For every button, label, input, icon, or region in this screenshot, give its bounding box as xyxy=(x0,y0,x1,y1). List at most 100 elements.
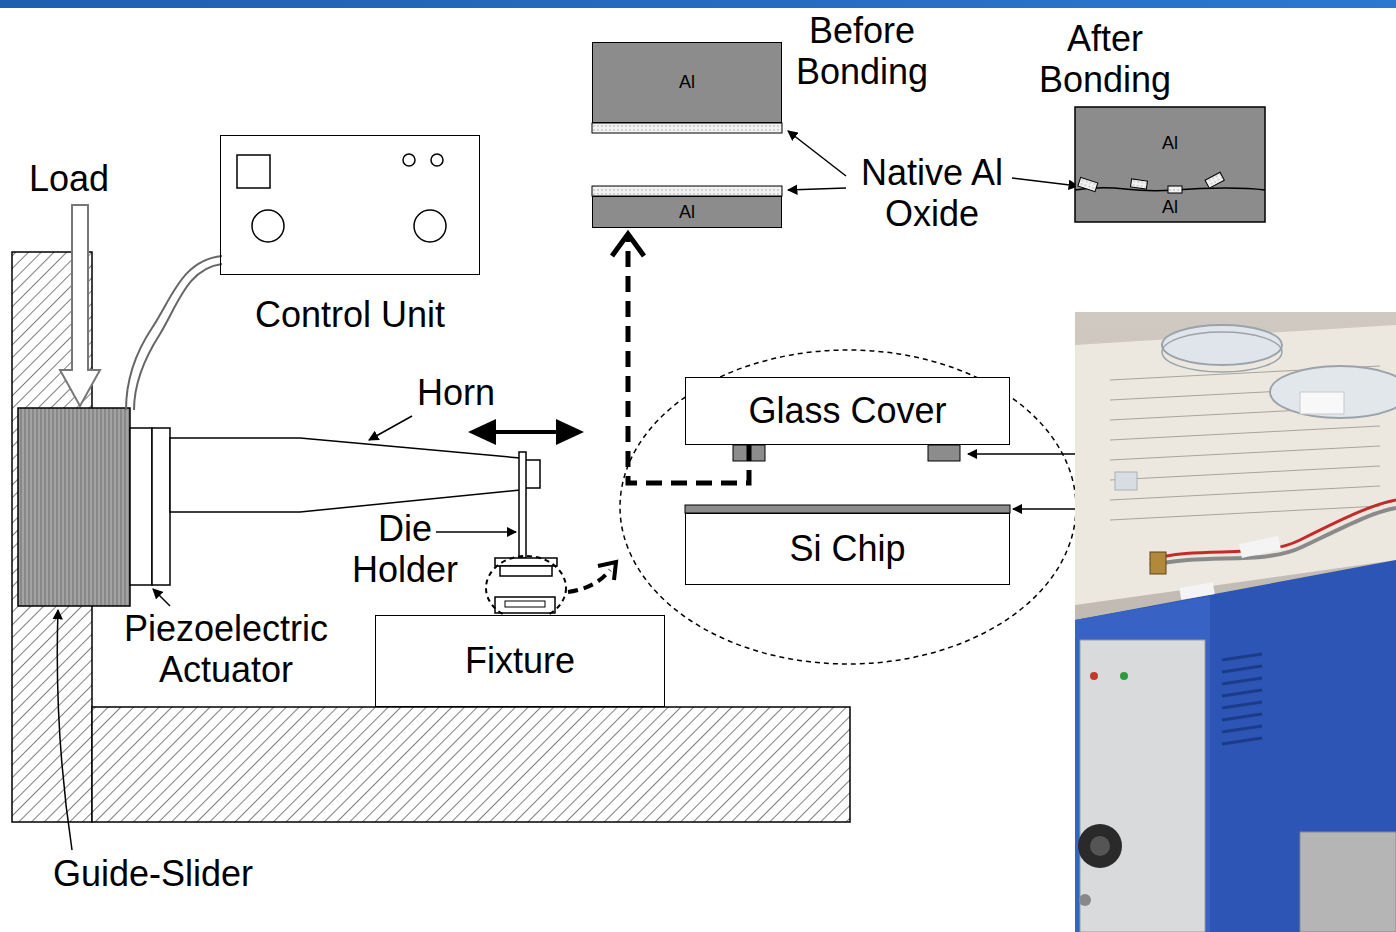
al-pads-part xyxy=(928,445,960,461)
zoom-callout-part xyxy=(568,570,610,592)
bonded-block-part xyxy=(1075,107,1265,222)
dashed-connector xyxy=(612,234,749,483)
al-layer: Al xyxy=(592,196,782,228)
photo xyxy=(1075,312,1396,932)
photo-part xyxy=(1162,325,1282,365)
control-panel-part xyxy=(252,210,284,242)
photo-part-part xyxy=(1222,738,1262,744)
vibration-arrow-part xyxy=(468,419,496,445)
photo-part xyxy=(1239,536,1281,558)
bonded-block-part xyxy=(1131,179,1148,189)
glass-cover-box: Glass Cover xyxy=(685,377,1010,445)
state-label: Before Bonding xyxy=(787,10,937,93)
control-panel xyxy=(237,154,446,242)
control-panel-part xyxy=(403,154,415,166)
vibration-arrow xyxy=(468,419,584,445)
node-label: Control Unit xyxy=(255,294,445,335)
oxide-layer-part xyxy=(592,186,782,196)
photo-part-part xyxy=(1222,678,1262,684)
force-label: Load xyxy=(28,158,110,199)
control-panel-part xyxy=(237,155,270,188)
control-panel-part xyxy=(414,210,446,242)
leader-lines-part xyxy=(436,531,516,533)
part-label: Die Holder xyxy=(340,508,470,591)
si-chip-box: Si Chip xyxy=(685,513,1010,585)
zoom-callout-part xyxy=(620,350,1076,664)
photo-part xyxy=(1078,824,1122,868)
node-label: Si Chip xyxy=(789,528,905,569)
leader-lines-part xyxy=(1013,508,1080,510)
piezo-actuator-part xyxy=(152,428,170,585)
photo-part xyxy=(1162,332,1282,372)
control-unit-box: Control Unit xyxy=(220,135,480,275)
piezo-actuator xyxy=(130,428,170,585)
bonded-block-part xyxy=(1168,186,1182,193)
photo-part-part xyxy=(1222,654,1262,660)
oxide-layer xyxy=(592,123,782,196)
frame-part xyxy=(92,707,850,822)
photo-part xyxy=(1300,832,1396,932)
fixture-box: Fixture xyxy=(375,615,665,707)
leader-lines-part xyxy=(153,589,170,606)
photo-part xyxy=(1179,582,1215,600)
state-label: After Bonding xyxy=(1030,18,1180,101)
photo-part xyxy=(1090,672,1098,680)
al-layer: Al xyxy=(592,42,782,123)
cable-part xyxy=(126,256,222,410)
photo-part xyxy=(1120,672,1128,680)
cable-part xyxy=(134,264,222,410)
connector-line xyxy=(628,234,749,483)
part-label: Guide-Slider xyxy=(38,853,268,894)
leader-lines xyxy=(57,131,1080,850)
leader-lines-part xyxy=(1012,178,1078,186)
die-holder-part xyxy=(500,566,552,576)
leader-lines-part xyxy=(369,416,412,440)
part-label: Piezoelectric Actuator xyxy=(115,608,337,691)
horn-part xyxy=(170,438,520,512)
part-label: Native Al Oxide xyxy=(852,152,1012,235)
control-panel-part xyxy=(431,154,443,166)
top-bar xyxy=(0,0,1396,8)
cable xyxy=(126,256,222,410)
photo-part-part xyxy=(1222,702,1262,708)
photo-part xyxy=(1075,560,1396,932)
photo-part xyxy=(1300,392,1344,414)
photo-part-part xyxy=(1110,466,1380,480)
photo-part-part xyxy=(1110,486,1380,500)
load-arrow xyxy=(60,205,100,406)
leader-lines-part xyxy=(788,188,846,190)
part-label: Horn xyxy=(410,372,502,413)
photo-part xyxy=(1222,654,1262,744)
die-holder-part xyxy=(495,597,555,613)
photo-part xyxy=(1080,640,1205,932)
die-holder-part xyxy=(505,601,545,607)
photo-part-part xyxy=(1222,726,1262,732)
al-pads-part xyxy=(685,505,1010,513)
bonded-block xyxy=(1075,107,1265,222)
arrowhead xyxy=(612,234,644,256)
photo-part-part xyxy=(1110,426,1380,440)
oxide-layer-part xyxy=(592,123,782,133)
die-holder-part xyxy=(519,452,526,558)
photo-part-part xyxy=(1222,690,1262,696)
frame-part xyxy=(92,707,850,822)
bonded-block-part xyxy=(1078,177,1098,191)
photo-part xyxy=(1150,552,1166,574)
piezo-actuator-part xyxy=(130,428,152,585)
photo-part-part xyxy=(1110,446,1380,460)
vibration-arrow-part xyxy=(490,430,562,434)
guide-slider xyxy=(18,408,130,606)
photo-part-part xyxy=(1222,666,1262,672)
al-pads xyxy=(685,445,1010,513)
photo-part xyxy=(1075,596,1210,932)
node-label: Al xyxy=(679,202,695,223)
photo-part-part xyxy=(1110,506,1380,520)
vibration-arrow-part xyxy=(556,419,584,445)
node-label: Glass Cover xyxy=(748,390,946,431)
zoom-callout-part xyxy=(598,562,616,580)
photo-part xyxy=(1270,366,1396,418)
photo-part-part xyxy=(1222,714,1262,720)
